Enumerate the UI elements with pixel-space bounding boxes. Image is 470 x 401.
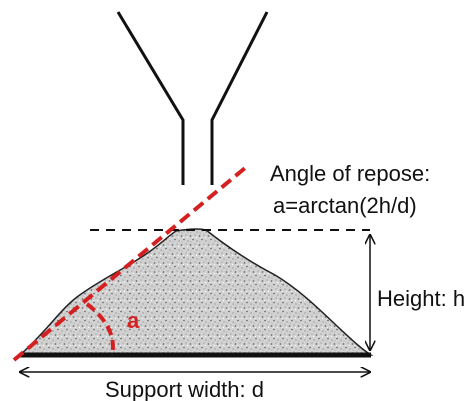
funnel-right-wall xyxy=(210,11,269,185)
support-width-label: Support width: d xyxy=(105,377,264,401)
funnel xyxy=(116,11,269,185)
angle-symbol: a xyxy=(127,308,140,333)
angle-formula: a=arctan(2h/d) xyxy=(273,193,417,218)
angle-line xyxy=(12,166,247,362)
funnel-left-wall xyxy=(116,11,185,185)
angle-arc xyxy=(85,302,115,356)
granular-pile xyxy=(18,228,374,356)
angle-of-repose-title: Angle of repose: xyxy=(270,161,430,186)
height-label: Height: h xyxy=(377,286,465,311)
